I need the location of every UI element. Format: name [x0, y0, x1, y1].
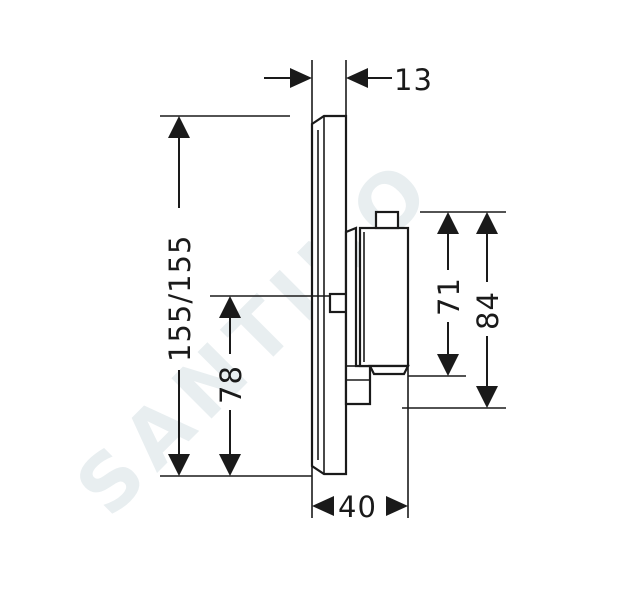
dim71-label: 71 [432, 277, 466, 316]
dim40-label: 40 [338, 490, 377, 524]
dim84-arrow-bottom [476, 386, 498, 408]
dim78-arrow-bottom [219, 454, 241, 476]
dim13-label: 13 [394, 63, 433, 97]
mounting-plate [328, 292, 348, 314]
dim40-arrow-right [386, 496, 408, 516]
dim13-arrow-right [346, 68, 368, 88]
dimension-84: 84 [402, 212, 506, 409]
dim155-label: 155/155 [163, 235, 197, 362]
dimension-155: 155/155 [160, 115, 312, 477]
dim84-label: 84 [471, 291, 505, 330]
dim71-arrow-bottom [437, 354, 459, 376]
dim13-arrow-left [290, 68, 312, 88]
valve-top-cap [374, 210, 400, 230]
dim155-arrow-top [168, 116, 190, 138]
product-outline [310, 114, 410, 476]
dim84-arrow-top [476, 212, 498, 234]
dim71-arrow-top [437, 212, 459, 234]
dim78-label: 78 [214, 365, 248, 404]
dim155-arrow-bottom [168, 454, 190, 476]
dim78-arrow-top [219, 296, 241, 318]
dimension-13: 13 [264, 60, 433, 124]
dimension-40: 40 [311, 366, 409, 524]
valve-block [358, 226, 410, 368]
dimension-78: 78 [210, 295, 330, 476]
dim40-arrow-left [312, 496, 334, 516]
dimension-71: 71 [408, 211, 506, 377]
valve-bottom-connector [368, 364, 410, 376]
